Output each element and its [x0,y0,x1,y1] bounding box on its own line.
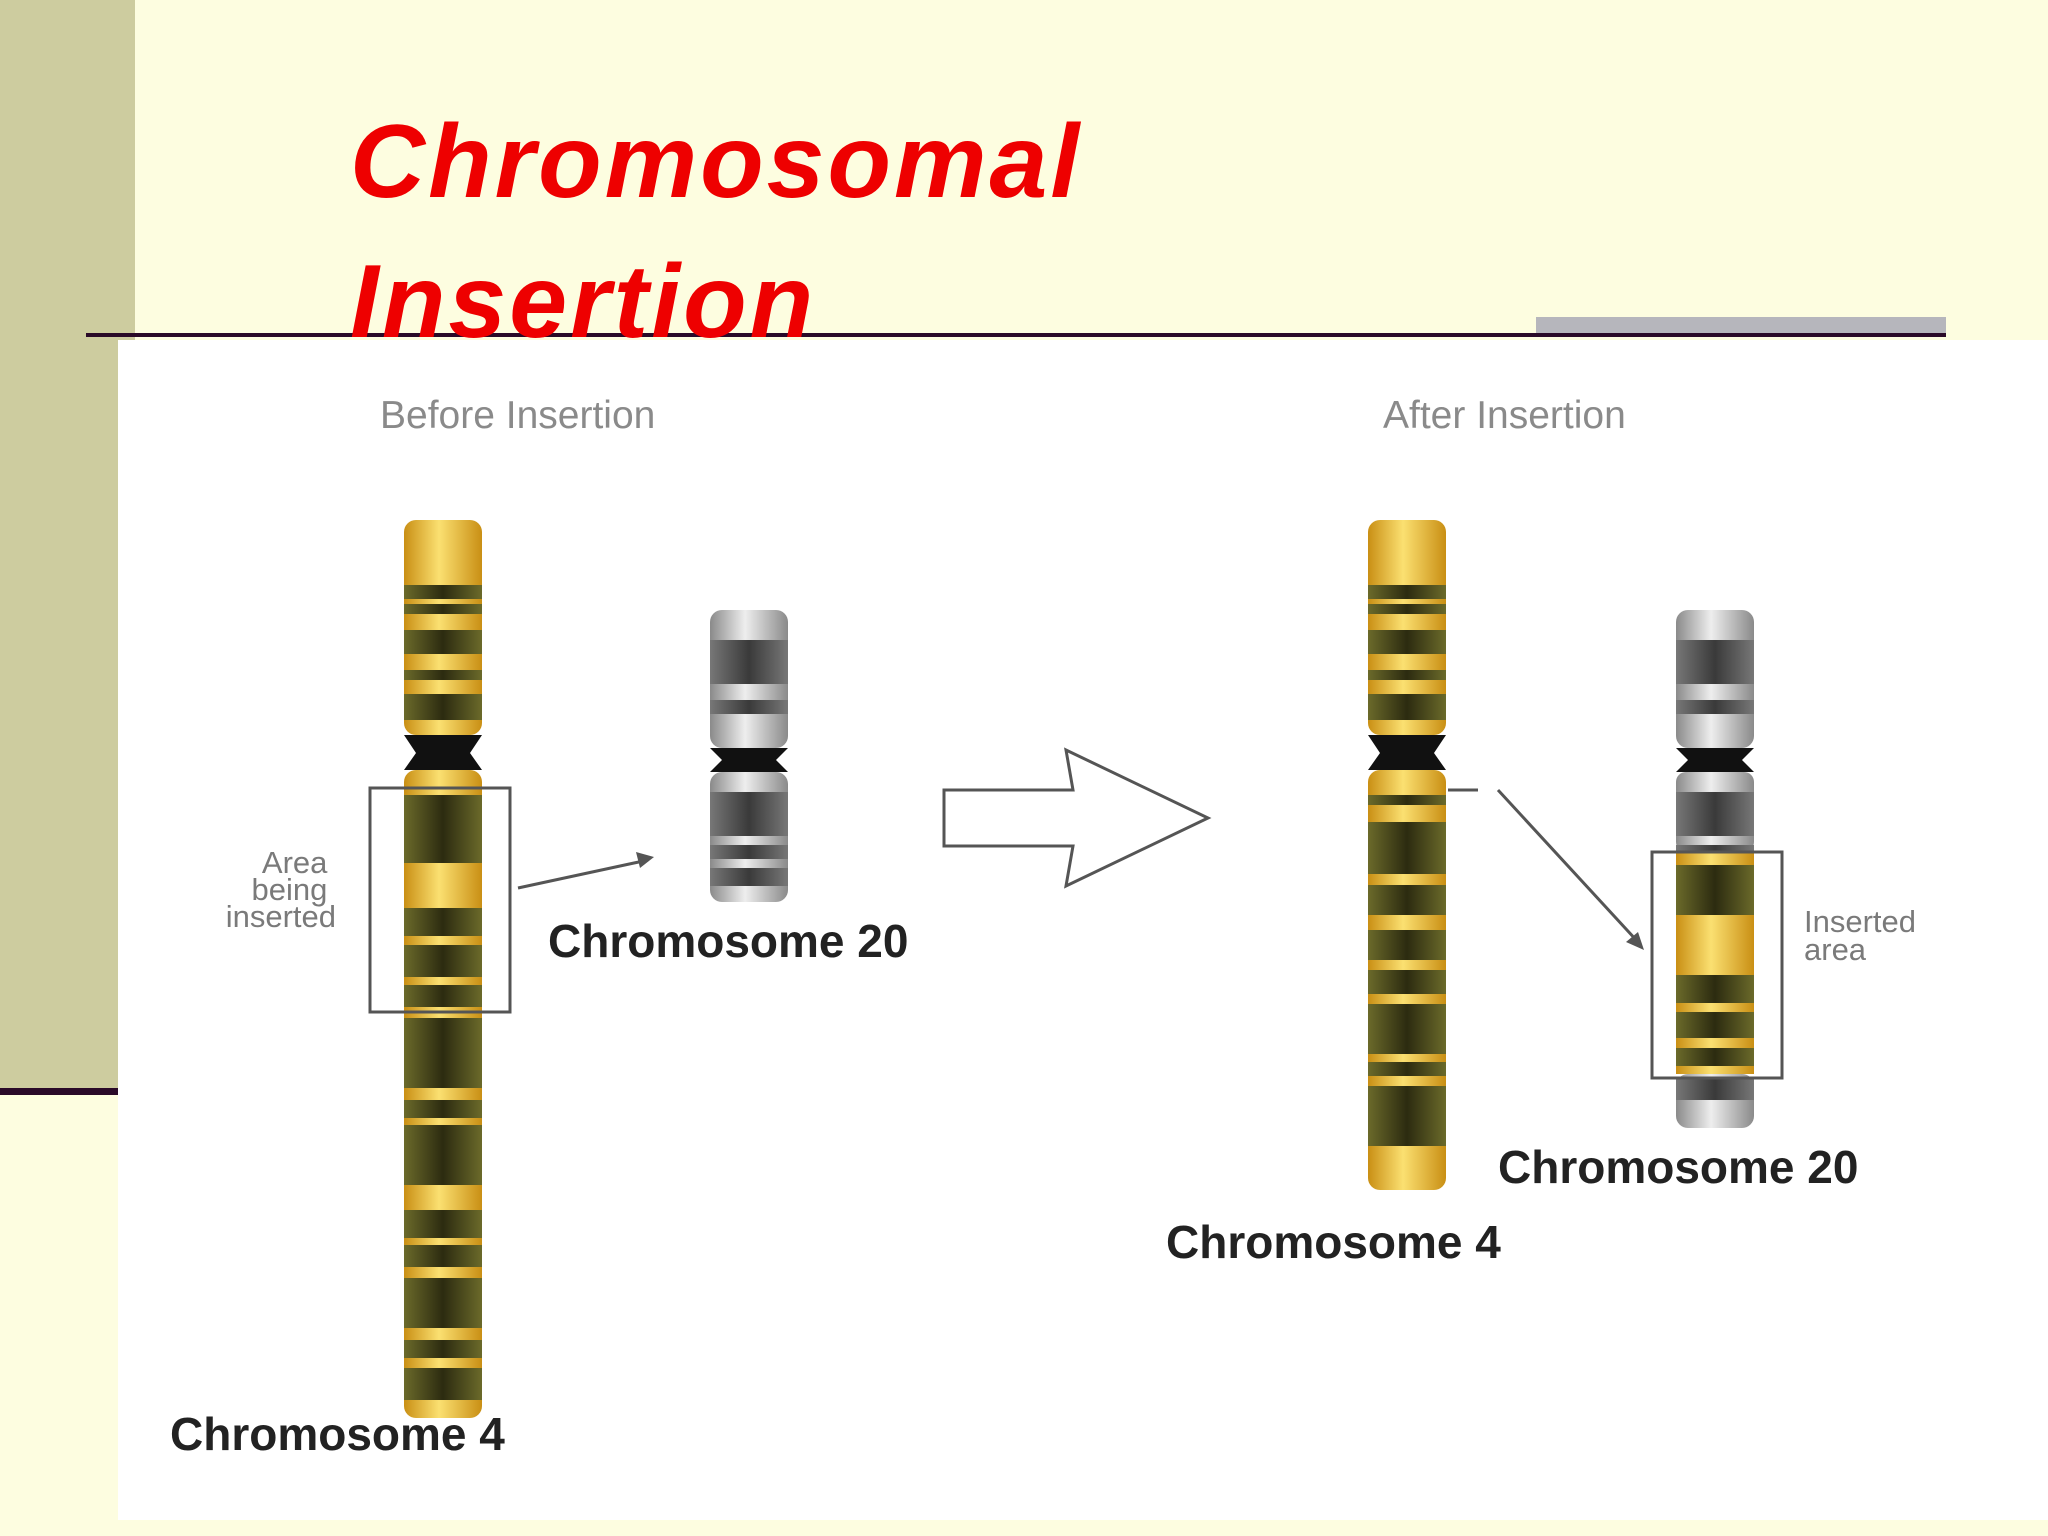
slide-title-line-1: Chromosomal [350,104,1083,220]
slide-title: Chromosomal Insertion [350,92,1350,372]
inserted-area-pointer-diagonal [1496,788,1640,944]
title-rule [86,333,1946,337]
insertion-pointer-head [636,852,654,868]
sidebar-divider [0,1088,120,1095]
inserted-area-pointer-head [1626,932,1644,950]
hollow-right-arrow-icon [942,747,1212,889]
after-chromosome-4-label: Chromosome 4 [1166,1216,1501,1268]
insertion-pointer-line [517,858,649,890]
area-being-inserted-label: Area being inserted [226,845,336,934]
after-chromosome-4 [1368,520,1446,1190]
inserted-area-label: Inserted area [1804,904,1925,967]
before-chromosome-4 [404,520,482,1418]
insertion-figure: Before Insertion After Insertion [118,340,2048,1520]
inserted-area-box [1650,850,1784,1080]
area-being-inserted-box [368,786,512,1014]
after-chromosome-20 [1676,610,1754,1128]
after-chromosome-20-label: Chromosome 20 [1498,1141,1858,1193]
before-chromosome-20 [710,610,788,902]
sidebar-strip [0,0,135,1088]
before-chromosome-4-label: Chromosome 4 [170,1408,505,1460]
title-accent-bar [1536,317,1946,333]
before-chromosome-20-label: Chromosome 20 [548,915,908,967]
before-insertion-heading: Before Insertion [380,394,655,437]
after-insertion-heading: After Insertion [1383,394,1626,437]
